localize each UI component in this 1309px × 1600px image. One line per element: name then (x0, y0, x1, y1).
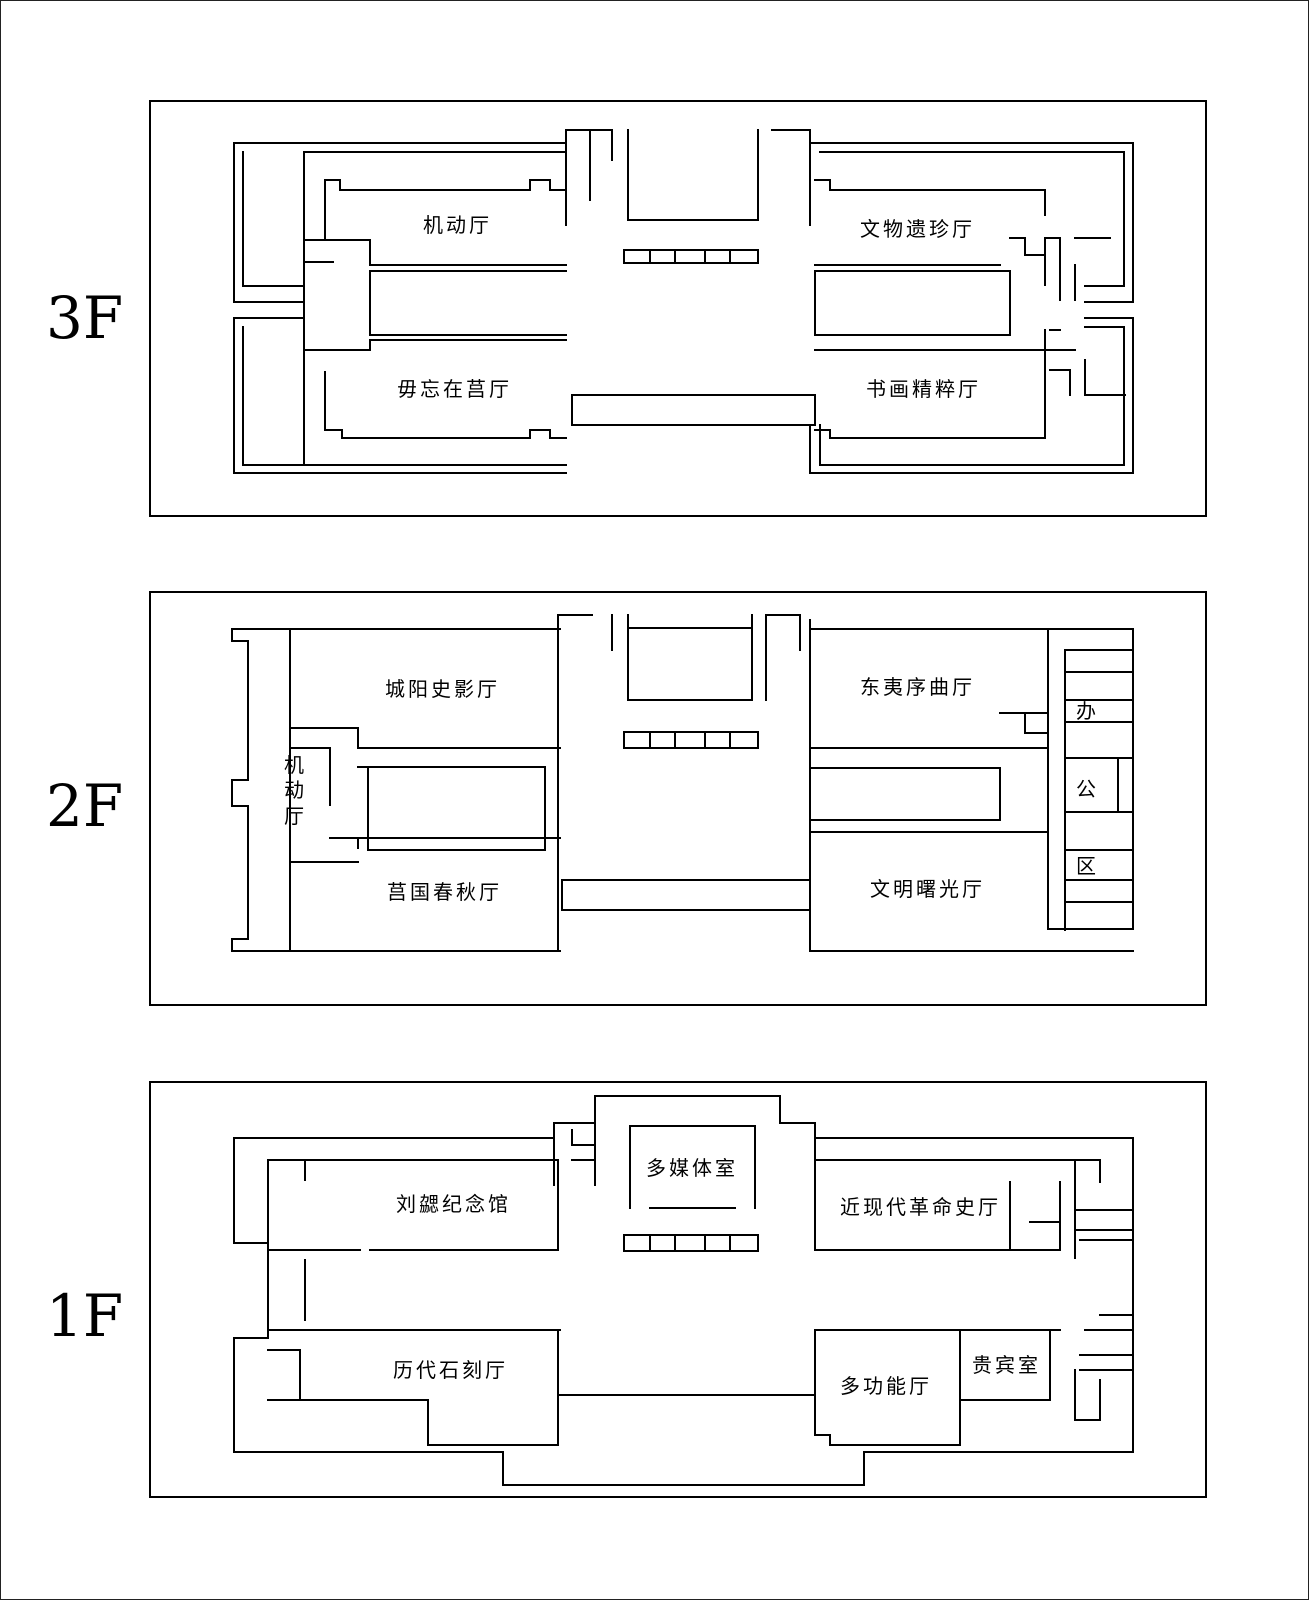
room-label: 历代石刻厅 (393, 1358, 508, 1382)
floor-2f-frame (149, 591, 1207, 1006)
floor-1f-frame (149, 1081, 1207, 1498)
room-label: 厅 (284, 804, 307, 828)
room-label: 文明曙光厅 (870, 877, 985, 901)
room-label: 多媒体室 (646, 1156, 738, 1180)
floor-label-1f: 1F (46, 1282, 123, 1350)
room-label: 办 (1076, 699, 1099, 723)
room-label: 书画精粹厅 (866, 377, 981, 401)
floor-label-2f: 2F (46, 772, 123, 840)
room-label: 东夷序曲厅 (860, 675, 975, 699)
room-label: 贵宾室 (972, 1353, 1041, 1377)
room-label: 多功能厅 (840, 1374, 932, 1398)
room-label: 刘勰纪念馆 (396, 1192, 511, 1216)
room-label: 文物遗珍厅 (860, 217, 975, 241)
room-label: 区 (1076, 854, 1099, 878)
room-label: 毋忘在莒厅 (397, 377, 512, 401)
room-label: 近现代革命史厅 (840, 1195, 1001, 1219)
floor-1f-plan: 1F 多媒体 (46, 1081, 1207, 1498)
room-label: 机 (284, 753, 307, 777)
room-label: 动 (284, 778, 307, 802)
floor-2f-plan: 2F 城阳史影厅 东夷序曲厅 (46, 591, 1207, 1006)
floor-3f-frame (149, 100, 1207, 517)
room-label: 机动厅 (423, 213, 492, 237)
room-label: 城阳史影厅 (385, 677, 500, 701)
floor-3f-walls (233, 129, 1134, 474)
floor-3f-plan: 3F (46, 100, 1207, 517)
floor-1f-walls (233, 1095, 1134, 1486)
room-label: 公 (1076, 777, 1099, 801)
floor-2f-walls (231, 614, 1134, 952)
room-label: 莒国春秋厅 (387, 880, 502, 904)
floor-label-3f: 3F (46, 284, 123, 352)
